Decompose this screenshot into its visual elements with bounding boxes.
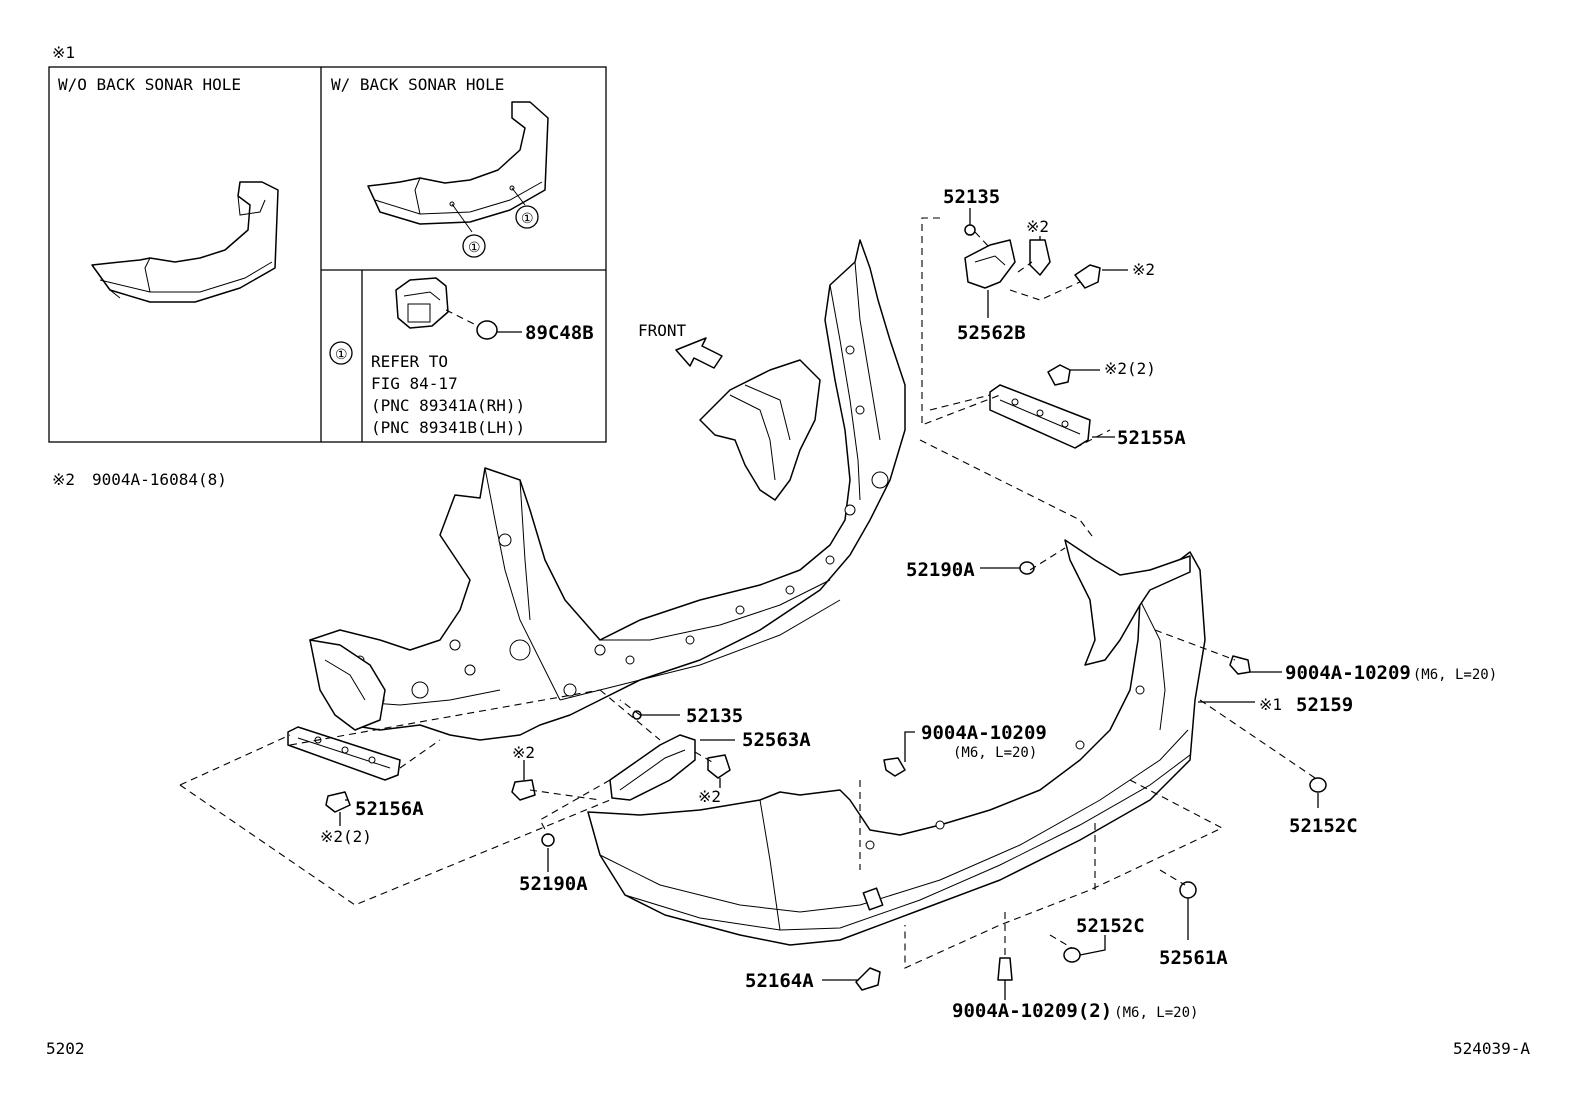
label-star1-b: ※1 xyxy=(1259,695,1282,714)
panel-right-title: W/ BACK SONAR HOLE xyxy=(331,75,504,94)
fasteners xyxy=(325,224,1327,991)
bracket-52563A-drawing xyxy=(609,734,696,801)
label-star2-b: ※2 xyxy=(1132,260,1155,279)
bracket-52562B-drawing xyxy=(964,239,1016,289)
label-52190A-left[interactable]: 52190A xyxy=(519,873,588,895)
inset-marker: ※1 xyxy=(52,43,75,62)
part-labels: 52135 ※2 ※2 52562B ※2(2) 52155A 52190A 9… xyxy=(320,186,1497,1022)
label-52190A-right[interactable]: 52190A xyxy=(906,559,975,581)
inset-box: ※1 W/O BACK SONAR HOLE W/ BACK SONAR HOL… xyxy=(48,43,607,443)
label-52135-top[interactable]: 52135 xyxy=(943,186,1000,208)
bumper-with-sonar-drawing xyxy=(367,101,549,233)
front-arrow-icon xyxy=(675,337,723,369)
sonar-callout-circle-1: ① xyxy=(462,234,486,258)
svg-text:①: ① xyxy=(468,240,481,256)
label-52164A[interactable]: 52164A xyxy=(745,970,814,992)
label-9004A-10209-bottom[interactable]: 9004A-10209(2)(M6, L=20) xyxy=(952,1000,1198,1022)
dashed-assembly-lines xyxy=(179,217,1319,969)
refer-line-3: (PNC 89341A(RH)) xyxy=(371,396,525,415)
label-9004A-10209-mid[interactable]: 9004A-10209 xyxy=(921,722,1047,744)
svg-text:※2: ※2 xyxy=(52,470,75,489)
footer-figure-number: 5202 xyxy=(46,1039,85,1058)
label-9004A-10209-right[interactable]: 9004A-10209(M6, L=20) xyxy=(1285,662,1497,684)
label-star2-c: ※2(2) xyxy=(1104,359,1156,378)
label-52152C-mid[interactable]: 52152C xyxy=(1076,915,1145,937)
svg-text:①: ① xyxy=(521,211,534,227)
footer-illustration-id: 524039-A xyxy=(1453,1039,1530,1058)
note-star2: ※2 9004A-16084(8) xyxy=(52,470,227,489)
leader-lines xyxy=(339,208,1319,1000)
sonar-sensor-drawing xyxy=(395,277,522,340)
refer-line-1: REFER TO xyxy=(371,352,448,371)
label-star2-d: ※2 xyxy=(512,743,535,762)
svg-text:9004A-16084(8): 9004A-16084(8) xyxy=(92,470,227,489)
inset-frame xyxy=(48,66,607,443)
label-star2-e: ※2 xyxy=(698,787,721,806)
label-52563A[interactable]: 52563A xyxy=(742,729,811,751)
rear-body-panel-drawing xyxy=(309,239,906,741)
label-star2-f: ※2(2) xyxy=(320,827,372,846)
label-52156A[interactable]: 52156A xyxy=(355,798,424,820)
refer-line-2: FIG 84-17 xyxy=(371,374,458,393)
rear-bumper-cover-drawing xyxy=(587,539,1206,946)
retainer-52155A-drawing xyxy=(989,384,1091,449)
front-indicator: FRONT xyxy=(638,321,723,369)
label-52155A[interactable]: 52155A xyxy=(1117,427,1186,449)
label-89C48B[interactable]: 89C48B xyxy=(525,322,594,344)
sonar-callout-circle-2: ① xyxy=(515,205,539,229)
panel-left-title: W/O BACK SONAR HOLE xyxy=(58,75,241,94)
label-52562B[interactable]: 52562B xyxy=(957,322,1026,344)
front-label: FRONT xyxy=(638,321,687,340)
label-star2-a: ※2 xyxy=(1026,217,1049,236)
label-9004A-mid-spec: (M6, L=20) xyxy=(953,745,1037,761)
svg-text:①: ① xyxy=(335,347,348,363)
refer-line-4: (PNC 89341B(LH)) xyxy=(371,418,525,437)
label-52152C-right[interactable]: 52152C xyxy=(1289,815,1358,837)
bumper-without-sonar-drawing xyxy=(91,181,279,303)
label-52159[interactable]: 52159 xyxy=(1296,694,1353,716)
refer-note: REFER TO FIG 84-17 (PNC 89341A(RH)) (PNC… xyxy=(371,352,525,437)
label-52135-mid[interactable]: 52135 xyxy=(686,705,743,727)
inset-circle-ref: ① xyxy=(329,341,353,365)
label-52561A[interactable]: 52561A xyxy=(1159,947,1228,969)
